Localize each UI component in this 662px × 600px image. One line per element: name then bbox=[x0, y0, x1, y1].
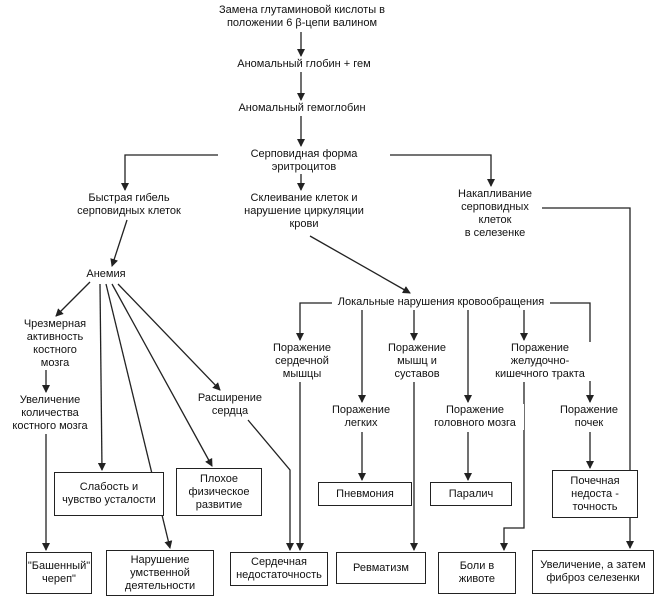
node-local-circ: Локальные нарушения кровообращения bbox=[332, 296, 550, 309]
connector-10 bbox=[55, 281, 91, 317]
node-root: Замена глутаминовой кислоты в положении … bbox=[208, 4, 396, 30]
box-abdominal-pain: Боли в животе bbox=[438, 552, 516, 594]
connector-14 bbox=[117, 283, 221, 391]
box-heart-failure: Сердечная недостаточность bbox=[230, 552, 328, 586]
node-muscles-joints: Поражение мышц и суставов bbox=[382, 342, 452, 381]
node-spleen-accum: Накапливание серповидных клеток в селезе… bbox=[448, 188, 542, 240]
node-brain: Поражение головного мозга bbox=[426, 404, 524, 430]
node-globin: Аномальный глобин + гем bbox=[222, 58, 386, 71]
connector-9 bbox=[538, 207, 634, 549]
node-sickle: Серповидная форма эритроцитов bbox=[218, 148, 390, 174]
connector-28 bbox=[500, 382, 525, 551]
connector-6 bbox=[386, 154, 495, 187]
connector-4 bbox=[121, 154, 218, 191]
box-renal: Почечная недоста - точность bbox=[552, 470, 638, 518]
node-hemoglobin: Аномальный гемоглобин bbox=[227, 102, 377, 115]
box-spleen-fibrosis: Увеличение, а затем фиброз селезенки bbox=[532, 550, 654, 594]
box-rheumatism: Ревматизм bbox=[336, 552, 426, 584]
node-marrow-activity: Чрезмерная активность костного мозга bbox=[16, 318, 94, 370]
connector-13 bbox=[111, 283, 213, 467]
connector-18 bbox=[296, 302, 332, 341]
node-anemia: Анемия bbox=[78, 268, 134, 281]
node-fast-death: Быстрая гибель серповидных клеток bbox=[70, 192, 188, 218]
box-paralysis: Паралич bbox=[430, 482, 512, 506]
box-pneumonia: Пневмония bbox=[318, 482, 412, 506]
connector-7 bbox=[110, 219, 128, 267]
node-sticking: Склеивание клеток и нарушение циркуляции… bbox=[240, 192, 368, 231]
connector-11 bbox=[97, 283, 106, 471]
connector-17 bbox=[247, 419, 294, 551]
node-marrow-increase: Увеличение количества костного мозга bbox=[8, 394, 92, 433]
node-heart-muscle: Поражение сердечной мышцы bbox=[266, 342, 338, 381]
node-heart-enlarge: Расширение сердца bbox=[192, 392, 268, 418]
box-mental: Нарушение умственной деятельности bbox=[106, 550, 214, 596]
node-lungs: Поражение легких bbox=[330, 404, 392, 430]
node-gi-tract: Поражение желудочно- кишечного тракта bbox=[488, 342, 592, 381]
box-growth: Плохое физическое развитие bbox=[176, 468, 262, 516]
box-tower-skull: "Башенный" череп" bbox=[26, 552, 92, 594]
box-weakness: Слабость и чувство усталости bbox=[54, 472, 164, 516]
connector-8 bbox=[309, 235, 411, 294]
node-kidneys: Поражение почек bbox=[554, 404, 624, 430]
